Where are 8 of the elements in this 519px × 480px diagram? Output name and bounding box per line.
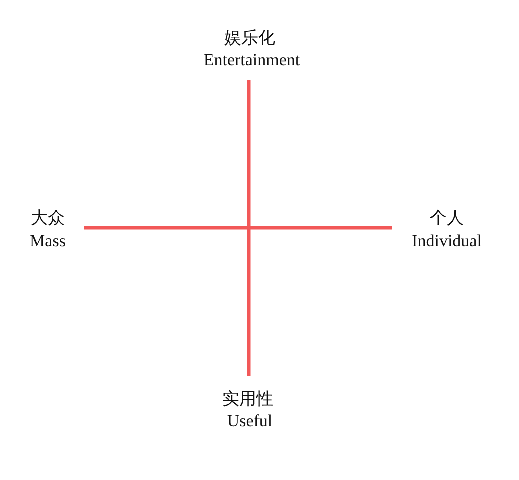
axis-label: 实用性: [222, 392, 274, 408]
axis-label: Individual: [412, 232, 482, 250]
axis-label: 个人: [430, 210, 464, 228]
axis-label: 娱乐化: [224, 30, 276, 48]
axis-label: Mass: [30, 232, 66, 250]
axis-label: 大众: [31, 210, 65, 228]
axis-label: Entertainment: [204, 52, 300, 68]
axis-label: Useful: [227, 412, 273, 430]
